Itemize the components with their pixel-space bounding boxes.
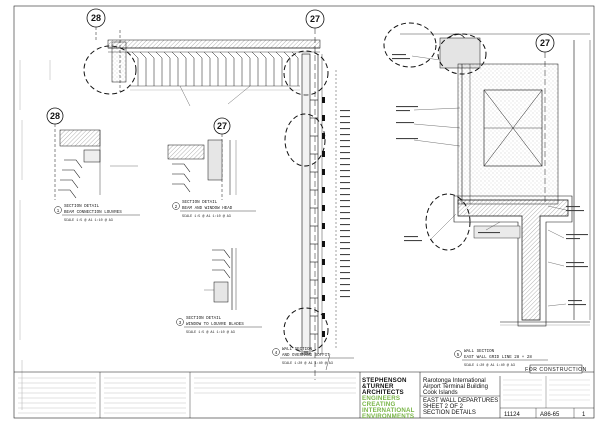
- detail-label-1: 1 SECTION DETAIL BEAM CONNECTION LOUVRES…: [54, 205, 140, 223]
- wall-section-vertical: [301, 53, 350, 355]
- svg-text:ARCHITECTS: ARCHITECTS: [362, 389, 404, 396]
- svg-text:Rarotonga International: Rarotonga International: [423, 378, 486, 384]
- svg-text:1: 1: [57, 208, 60, 214]
- svg-text:SCALE 1:20 @ A1 1:40 @ A3: SCALE 1:20 @ A1 1:40 @ A3: [282, 361, 333, 366]
- detail-label-4: 4 WALL SECTION AND OVERHANG SOFFIT SCALE…: [272, 348, 354, 366]
- svg-text:Cook Islands: Cook Islands: [423, 390, 458, 396]
- svg-text:SCALE 1:5 @ A1 1:10 @ A3: SCALE 1:5 @ A1 1:10 @ A3: [64, 218, 113, 223]
- detail-head-louvres: [172, 163, 191, 193]
- grid-bubble-28-b: 28: [46, 107, 64, 200]
- svg-text:&TURNER: &TURNER: [362, 383, 394, 390]
- svg-text:2: 2: [175, 204, 178, 210]
- detail-window-louvre: [204, 248, 237, 310]
- svg-text:ENVIRONMENTS: ENVIRONMENTS: [362, 413, 414, 420]
- svg-text:WALL SECTION: WALL SECTION: [282, 348, 313, 352]
- svg-text:CREATING: CREATING: [362, 401, 395, 408]
- svg-text:BEAM AND WINDOW HEAD: BEAM AND WINDOW HEAD: [182, 207, 233, 211]
- svg-text:A86-65: A86-65: [540, 412, 560, 418]
- svg-text:EAST WALL GRID LINE 28 + 28: EAST WALL GRID LINE 28 + 28: [464, 356, 532, 360]
- svg-text:INTERNATIONAL: INTERNATIONAL: [362, 407, 415, 414]
- svg-text:EAST WALL DEPARTURES: EAST WALL DEPARTURES: [423, 398, 498, 404]
- detail-label-5: 5 WALL SECTION EAST WALL GRID LINE 28 + …: [454, 350, 548, 368]
- east-annotation: [392, 54, 588, 306]
- svg-text:SCALE 1:20 @ A1 1:40 @ A3: SCALE 1:20 @ A1 1:40 @ A3: [464, 363, 515, 368]
- svg-text:11124: 11124: [504, 412, 520, 418]
- svg-text:SCALE 1:5 @ A1 1:10 @ A3: SCALE 1:5 @ A1 1:10 @ A3: [186, 330, 235, 335]
- svg-text:1: 1: [582, 412, 586, 418]
- grid-bubble-28: 28: [86, 8, 106, 40]
- svg-text:28: 28: [91, 13, 101, 23]
- callout-ellipse: [283, 307, 329, 353]
- detail-label-2: 2 SECTION DETAIL BEAM AND WINDOW HEAD SC…: [172, 201, 256, 219]
- wall-ticks: [310, 97, 325, 337]
- detail-label-3: 3 SECTION DETAIL WINDOW TO LOUVRE BLADES…: [176, 317, 262, 335]
- svg-text:28: 28: [50, 111, 60, 121]
- margin-notes: [19, 60, 51, 410]
- svg-text:SECTION DETAIL: SECTION DETAIL: [64, 205, 100, 209]
- svg-text:FOR CONSTRUCTION: FOR CONSTRUCTION: [525, 367, 587, 373]
- callout-ellipse: [383, 22, 437, 68]
- detail-louvre-beam: [107, 30, 321, 107]
- louvre-teeth: [131, 51, 299, 86]
- callout-ellipse: [83, 45, 137, 95]
- svg-text:BEAM CONNECTION LOUVRES: BEAM CONNECTION LOUVRES: [64, 211, 122, 215]
- svg-text:27: 27: [217, 121, 227, 131]
- svg-text:SECTION DETAIL: SECTION DETAIL: [186, 317, 222, 321]
- notes-strip: [14, 371, 594, 418]
- svg-text:WINDOW TO LOUVRE BLADES: WINDOW TO LOUVRE BLADES: [186, 323, 244, 327]
- detail-window-blades: [212, 249, 231, 279]
- east-leaders: [411, 55, 567, 307]
- callout-ellipse: [425, 193, 471, 251]
- callout-ellipse: [437, 33, 487, 75]
- firm-logo: STEPHENSON &TURNER ARCHITECTS ENGINEERS …: [362, 377, 415, 420]
- wall-annotation: [340, 110, 350, 298]
- svg-text:SECTION DETAIL: SECTION DETAIL: [182, 201, 218, 205]
- svg-text:AND OVERHANG SOFFIT: AND OVERHANG SOFFIT: [282, 354, 330, 358]
- tb-small-rows: [503, 379, 590, 401]
- for-construction-stamp: FOR CONSTRUCTION: [525, 364, 587, 374]
- svg-text:STEPHENSON: STEPHENSON: [362, 377, 407, 384]
- east-wall-section: [392, 33, 591, 327]
- svg-text:5: 5: [457, 352, 460, 358]
- grid-bubble-27: 27: [305, 9, 325, 380]
- svg-text:SECTION DETAILS: SECTION DETAILS: [423, 410, 476, 416]
- detail-window-head: [167, 139, 237, 195]
- svg-text:27: 27: [540, 38, 550, 48]
- svg-text:27: 27: [310, 14, 320, 24]
- title-block: Rarotonga International Airport Terminal…: [420, 376, 594, 418]
- callout-ellipse: [284, 113, 326, 167]
- svg-text:Airport Terminal Building: Airport Terminal Building: [423, 384, 488, 390]
- note-lines: [18, 377, 356, 414]
- svg-text:SHEET 2 OF 2: SHEET 2 OF 2: [423, 404, 464, 410]
- detail-louvres: [58, 159, 83, 199]
- sheet-border: [13, 5, 595, 419]
- svg-text:ENGINEERS: ENGINEERS: [362, 395, 400, 402]
- svg-text:3: 3: [179, 320, 182, 326]
- svg-text:WALL SECTION: WALL SECTION: [464, 350, 495, 354]
- svg-text:4: 4: [275, 350, 278, 356]
- svg-text:SCALE 1:5 @ A1 1:10 @ A3: SCALE 1:5 @ A1 1:10 @ A3: [182, 214, 231, 219]
- detail-beam-connection: [58, 129, 138, 199]
